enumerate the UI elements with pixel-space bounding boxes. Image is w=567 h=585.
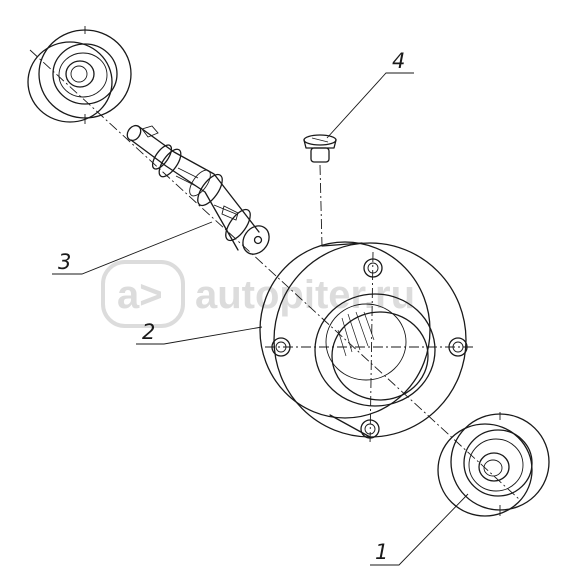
bearing-lower-right [437, 412, 550, 517]
watermark-text: autopiter.ru [195, 273, 415, 317]
bearing-lower-bore-inner [483, 459, 503, 477]
callout-3-number: 3 [58, 250, 71, 274]
housing-back-rim [259, 241, 431, 419]
shaft-step-3 [225, 208, 251, 242]
housing-vertical-axis [369, 251, 374, 446]
shaft-step-2 [197, 173, 223, 207]
watermark: a> autopiter.ru [101, 260, 415, 328]
shaft-lower-silhouette [130, 139, 239, 251]
bearing-lower-outer-back [437, 423, 533, 517]
callout-2-leader [136, 326, 263, 345]
callout-4-leader [326, 72, 414, 139]
bearing-lower-race [463, 429, 533, 497]
shaft-upper-silhouette [137, 125, 260, 233]
screw-slot [311, 137, 329, 143]
bearing-upper-left [27, 26, 132, 124]
callout-2: 2 [136, 320, 263, 345]
housing-bore-depth [325, 303, 407, 381]
bearing-upper-bore [65, 60, 95, 88]
shaft-step-1 [189, 169, 211, 197]
screw [303, 134, 337, 163]
bearing-lower-race-inner [468, 438, 524, 492]
callout-1-leader [370, 493, 469, 566]
housing-side-bottom [329, 414, 371, 438]
bearing-upper-race [52, 43, 118, 105]
housing-side-top [321, 242, 363, 247]
bearing-lower-bore [478, 452, 510, 482]
shaft-end-face [126, 124, 142, 142]
shaft-shading-2 [175, 175, 197, 187]
bearing-upper-bore-inner [70, 65, 88, 83]
center-axis [29, 49, 521, 501]
housing-bore-outer [314, 293, 436, 407]
shaft [126, 124, 270, 255]
housing-bore-hatching [337, 311, 375, 357]
callout-3-leader [52, 221, 213, 275]
shaft-keyway-upper [141, 125, 159, 138]
shaft-shading-1 [177, 167, 199, 179]
callout-3: 3 [52, 221, 213, 275]
bearing-upper-race-inner [58, 52, 108, 98]
callout-2-number: 2 [142, 320, 155, 344]
screw-axis [319, 164, 323, 247]
callout-4: 4 [326, 49, 414, 139]
shaft-collar-1 [151, 144, 173, 170]
housing [259, 241, 475, 446]
callout-4-number: 4 [392, 49, 405, 73]
shaft-keyway-lower [221, 205, 239, 221]
shaft-end-center [253, 235, 263, 245]
housing-bore-inner [331, 311, 429, 401]
callout-1: 1 [370, 493, 469, 566]
shaft-shading-3 [213, 204, 237, 215]
callout-1-number: 1 [375, 540, 388, 564]
shaft-collar-2 [158, 148, 182, 178]
screw-shank [310, 147, 330, 163]
watermark-logo-text: a> [117, 273, 163, 317]
bearing-upper-outer-back [27, 41, 113, 123]
watermark-logo-box [101, 260, 185, 328]
shaft-end-cap [242, 225, 270, 255]
